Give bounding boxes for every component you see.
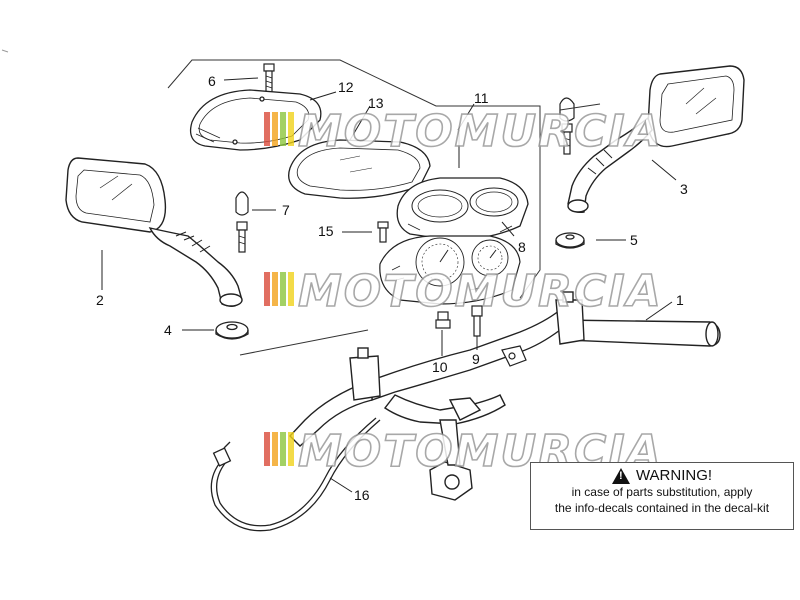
washer-5 — [555, 232, 585, 249]
watermark-text-middle: MOTOMURCIA — [298, 266, 663, 317]
mirror-right — [567, 65, 745, 214]
callout-3: 3 — [680, 181, 688, 197]
leader-lines — [101, 77, 677, 493]
callout-15: 15 — [318, 223, 334, 239]
warning-header: WARNING! — [531, 467, 793, 484]
bulb-10 — [435, 311, 451, 329]
handlebar — [289, 308, 721, 501]
callout-4: 4 — [164, 322, 172, 338]
warning-box: WARNING! in case of parts substitution, … — [530, 462, 794, 530]
warning-title: WARNING! — [635, 467, 713, 484]
callout-8: 8 — [518, 239, 526, 255]
callout-5: 5 — [630, 232, 638, 248]
callout-6: 6 — [208, 73, 216, 89]
callout-12: 12 — [338, 79, 354, 95]
cap-screw-7 — [235, 191, 249, 253]
screw-6 — [263, 63, 275, 94]
instrument-panel — [379, 235, 521, 305]
callout-2: 2 — [96, 292, 104, 308]
cap-screw-right — [559, 97, 575, 155]
callout-1: 1 — [676, 292, 684, 308]
warning-line-2: the info-decals contained in the decal-k… — [554, 501, 770, 515]
watermark-top: MOTOMURCIA — [264, 105, 663, 158]
corner-mark — [1, 49, 9, 53]
warning-line-1: in case of parts substitution, apply — [571, 485, 753, 499]
washer-4 — [215, 321, 249, 340]
callout-7: 7 — [282, 202, 290, 218]
handlebar-bracket — [501, 345, 527, 367]
cable — [210, 417, 381, 532]
assembly-outline — [167, 59, 601, 356]
callout-13: 13 — [368, 95, 384, 111]
watermark-middle: MOTOMURCIA — [264, 265, 663, 318]
callout-9: 9 — [472, 351, 480, 367]
screw-15 — [377, 221, 389, 243]
callout-16: 16 — [354, 487, 370, 503]
instrument-housing-8 — [396, 177, 529, 241]
handlebar-clamp-left — [349, 347, 381, 401]
callout-10: 10 — [432, 359, 448, 375]
handlebar-clamp-right — [555, 291, 585, 345]
callout-11: 11 — [474, 90, 489, 106]
watermark-text-top: MOTOMURCIA — [298, 106, 663, 157]
warning-triangle-icon — [611, 467, 630, 484]
mirror-left — [65, 157, 243, 307]
